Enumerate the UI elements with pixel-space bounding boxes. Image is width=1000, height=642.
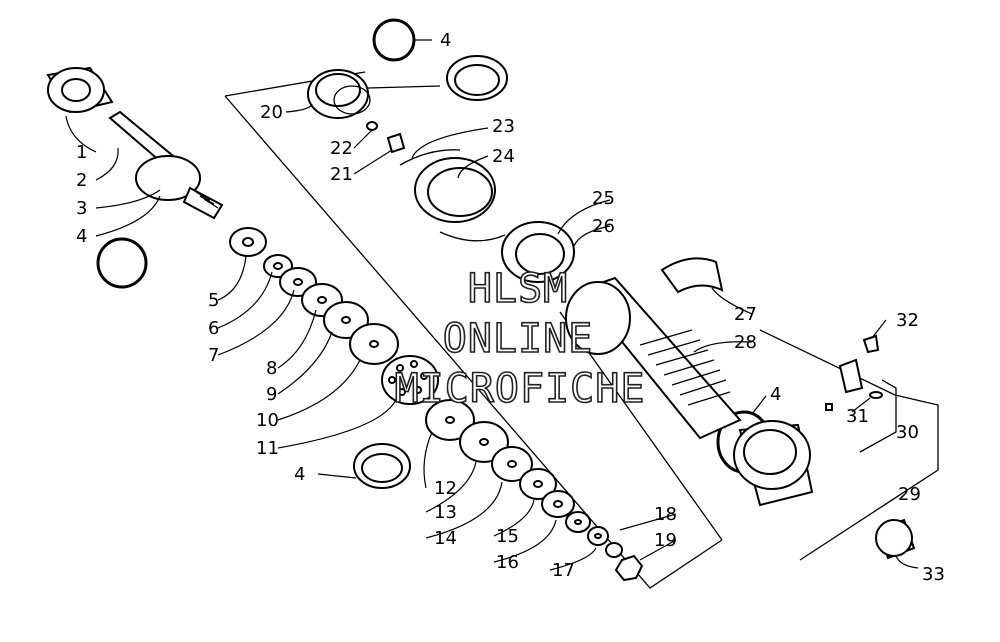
part-32-screw: [862, 334, 880, 354]
callout-labels: 1 2 3 4 4 4 4 5 6 7 8 9 10 11 12 13 14 1…: [76, 30, 945, 585]
callout-29: 29: [898, 484, 921, 505]
callout-26: 26: [592, 216, 615, 237]
callout-32: 32: [896, 310, 919, 331]
part-22-oring: [366, 121, 378, 131]
callout-8: 8: [266, 358, 277, 379]
callout-3: 3: [76, 198, 87, 219]
callout-12: 12: [434, 478, 457, 499]
callout-27: 27: [734, 304, 757, 325]
leader-lines: [65, 39, 919, 571]
callout-23: 23: [492, 116, 515, 137]
part-31-oring: [869, 391, 883, 399]
part-2-3-shaft-eyelet: [108, 110, 224, 220]
callout-4: 4: [76, 226, 87, 247]
shim-stack-upper: [229, 227, 399, 365]
part-25-26-adjuster: [501, 221, 575, 283]
part-4-oring-a: [372, 18, 416, 62]
watermark-line-2: ONLINE: [443, 316, 594, 362]
callout-31: 31: [846, 406, 869, 427]
sub-bracket-30: [859, 379, 897, 453]
callout-14: 14: [434, 528, 457, 549]
callout-9: 9: [266, 384, 277, 405]
callout-30: 30: [896, 422, 919, 443]
sub-bracket-29: [759, 329, 939, 561]
watermark: HLSM ONLINE MICROFICHE: [394, 265, 646, 413]
shim-stack-lower: [425, 399, 644, 582]
part-28-body-spring: [565, 276, 742, 440]
callout-28: 28: [734, 332, 757, 353]
callout-20: 20: [260, 102, 283, 123]
callout-5: 5: [208, 290, 219, 311]
callout-6: 6: [208, 318, 219, 339]
callout-21: 21: [330, 164, 353, 185]
part-30-small-piece: [825, 403, 833, 411]
part-33-bushing: [875, 518, 916, 560]
callout-2: 2: [76, 170, 87, 191]
callout-25: 25: [592, 188, 615, 209]
part-4-band-top: [446, 55, 508, 101]
callout-24: 24: [492, 146, 515, 167]
part-11-piston: [381, 355, 439, 405]
callout-4: 4: [294, 464, 305, 485]
callout-11: 11: [256, 438, 279, 459]
part-29-reservoir: [733, 420, 814, 507]
watermark-line-3: MICROFICHE: [395, 366, 646, 412]
part-23-24-rings: [399, 149, 506, 242]
part-30-valve-body: [838, 358, 864, 394]
watermark-line-1: HLSM: [468, 266, 568, 312]
callout-17: 17: [552, 560, 575, 581]
part-21-valve: [386, 132, 406, 154]
callout-16: 16: [496, 552, 519, 573]
part-4-band-lower: [353, 443, 411, 489]
callout-15: 15: [496, 526, 519, 547]
callout-22: 22: [330, 138, 353, 159]
callout-13: 13: [434, 502, 457, 523]
callout-18: 18: [654, 504, 677, 525]
part-1-bushing: [46, 66, 114, 114]
callout-1: 1: [76, 142, 87, 163]
part-20-cap: [307, 69, 371, 119]
part-4-oring-b: [96, 237, 148, 289]
callout-19: 19: [654, 530, 677, 551]
callout-7: 7: [208, 345, 219, 366]
callout-10: 10: [256, 410, 279, 431]
callout-4: 4: [770, 384, 781, 405]
part-27-spacer: [660, 257, 724, 294]
callout-33: 33: [922, 564, 945, 585]
callout-4: 4: [440, 30, 451, 51]
